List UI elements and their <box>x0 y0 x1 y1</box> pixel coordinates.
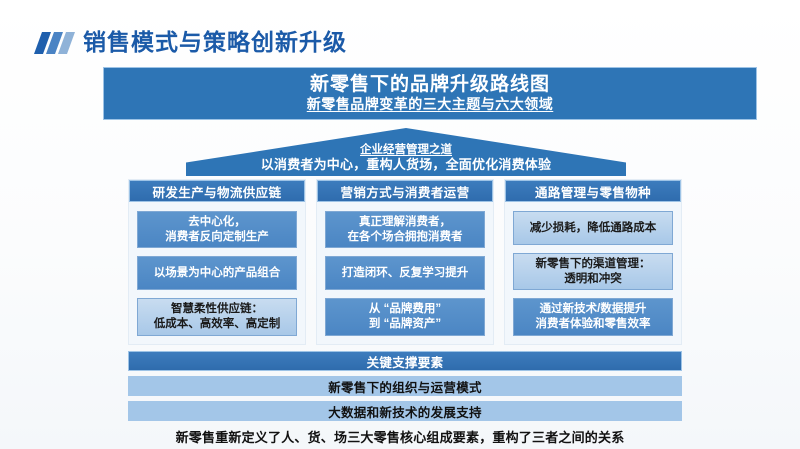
pentagon-title: 企业经营管理之道 <box>360 144 452 157</box>
theme-column: 营销方式与消费者运营真正理解消费者，在各个场合拥抱消费者打造闭环、反复学习提升从… <box>316 179 494 345</box>
column-cell[interactable]: 通过新技术/数据提升消费者体验和零售效率 <box>513 298 673 336</box>
column-cell[interactable]: 智慧柔性供应链：低成本、高效率、高定制 <box>137 298 297 336</box>
support-bar[interactable]: 大数据和新技术的发展支持 <box>128 401 682 421</box>
title-banner: 新零售下的品牌升级路线图 新零售品牌变革的三大主题与六大领域 <box>103 67 757 120</box>
pentagon-callout: 企业经营管理之道 以消费者为中心，重构人货场，全面优化消费体验 <box>186 128 626 176</box>
column-body: 减少损耗，降低通路成本新零售下的渠道管理：透明和冲突通过新技术/数据提升消费者体… <box>505 211 681 336</box>
slashes-decoration-icon <box>33 31 76 54</box>
theme-column: 通路管理与零售物种减少损耗，降低通路成本新零售下的渠道管理：透明和冲突通过新技术… <box>504 179 682 345</box>
column-cell[interactable]: 打造闭环、反复学习提升 <box>325 256 485 291</box>
footer-note: 新零售重新定义了人、货、场三大零售核心组成要素，重构了三者之间的关系 <box>175 430 625 445</box>
theme-column: 研发生产与物流供应链去中心化，消费者反向定制生产以场景为中心的产品组合智慧柔性供… <box>128 179 306 345</box>
column-header[interactable]: 研发生产与物流供应链 <box>129 180 305 202</box>
column-body: 真正理解消费者，在各个场合拥抱消费者打造闭环、反复学习提升从 “品牌费用”到 “… <box>317 211 493 336</box>
column-cell[interactable]: 去中心化，消费者反向定制生产 <box>137 211 297 249</box>
slide-heading: 销售模式与策略创新升级 <box>33 29 347 55</box>
support-bar[interactable]: 关键支撑要素 <box>128 351 682 371</box>
banner-subtitle: 新零售品牌变革的三大主题与六大领域 <box>306 96 554 113</box>
column-cell[interactable]: 新零售下的渠道管理：透明和冲突 <box>513 253 673 291</box>
support-bars-container: 关键支撑要素新零售下的组织与运营模式大数据和新技术的发展支持 <box>128 351 682 421</box>
columns-container: 研发生产与物流供应链去中心化，消费者反向定制生产以场景为中心的产品组合智慧柔性供… <box>128 179 682 345</box>
column-cell[interactable]: 真正理解消费者，在各个场合拥抱消费者 <box>325 211 485 249</box>
heading-title: 销售模式与策略创新升级 <box>83 29 347 55</box>
column-cell[interactable]: 减少损耗，降低通路成本 <box>513 211 673 245</box>
support-bar[interactable]: 新零售下的组织与运营模式 <box>128 376 682 396</box>
banner-title: 新零售下的品牌升级路线图 <box>309 74 550 96</box>
column-cell[interactable]: 以场景为中心的产品组合 <box>137 256 297 291</box>
column-cell[interactable]: 从 “品牌费用”到 “品牌资产” <box>325 298 485 336</box>
column-body: 去中心化，消费者反向定制生产以场景为中心的产品组合智慧柔性供应链：低成本、高效率… <box>129 211 305 336</box>
pentagon-subtitle: 以消费者为中心，重构人货场，全面优化消费体验 <box>260 157 552 173</box>
column-header[interactable]: 通路管理与零售物种 <box>505 180 681 202</box>
column-header[interactable]: 营销方式与消费者运营 <box>317 180 493 202</box>
